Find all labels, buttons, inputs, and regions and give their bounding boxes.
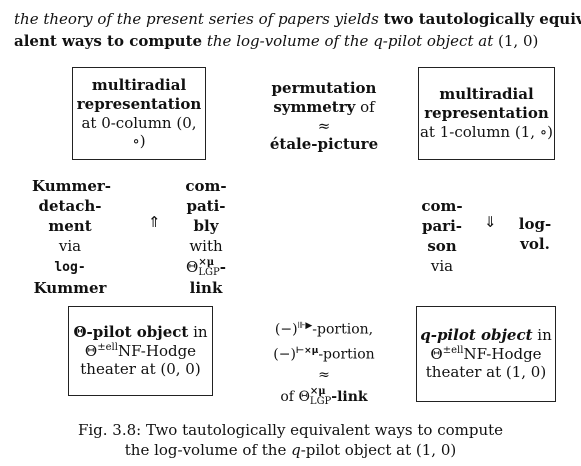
box-tr-title-1: multiradial	[439, 85, 534, 104]
cb-l2-pre: (−)	[273, 346, 296, 363]
cb-l4-theta: Θ	[298, 389, 310, 406]
box-bl-line-2: Θ±ellNF-Hodge	[85, 342, 196, 361]
caption-line-2: the log-volume of the q-pilot object at …	[20, 440, 561, 460]
box-bl-in: in	[188, 322, 208, 341]
compar-line-1: com-	[421, 197, 463, 215]
cb-l1-sup: ⊪▶	[297, 321, 313, 331]
center-top-line-4: étale-picture	[269, 135, 379, 154]
compat-theta: Θ	[186, 258, 199, 276]
logvol-line-2: vol.	[520, 235, 550, 253]
box-bl-sup: ±ell	[97, 341, 118, 353]
kummer-log: log-	[54, 260, 86, 275]
center-bottom-line-2: (−)⊢×μ-portion	[244, 341, 404, 366]
box-tl-sub-text: at 0-column	[81, 113, 172, 132]
box-bl-line-1: Θ-pilot object in	[73, 323, 207, 342]
box-tr-sub: at 1-column (1, ∘)	[420, 123, 553, 142]
cb-l4-sub: LGP	[309, 396, 332, 408]
box-tl-title-1: multiradial	[91, 76, 187, 94]
box-q-pilot-object: q-pilot object in Θ±ellNF-Hodge theater …	[416, 306, 556, 402]
caption-l2-pre: the log-volume of the	[124, 441, 292, 459]
box-bl-theta: Θ	[84, 341, 98, 360]
compar-line-3: son	[427, 237, 457, 255]
center-top-line-1: permutation	[271, 79, 377, 97]
box-tl-coord: (0, ∘)	[132, 113, 197, 151]
box-bl-hodge: NF-Hodge	[117, 341, 197, 360]
heading-bold-2: alent ways to compute	[14, 32, 203, 50]
center-top-approx: ≈	[317, 116, 331, 135]
center-bottom-line-1: (−)⊪▶-portion,	[244, 316, 404, 341]
compat-sup: ×μ	[198, 257, 215, 268]
heading: the theory of the present series of pape…	[14, 8, 581, 52]
heading-tail: the log-volume of the q-pilot object at	[206, 32, 494, 50]
box-theta-pilot-object: Θ-pilot object in Θ±ellNF-Hodge theater …	[68, 306, 213, 396]
compar-via: via	[430, 257, 454, 275]
heading-line-2: alent ways to compute the log-volume of …	[14, 30, 574, 52]
heading-bold-1: two tautologically equiv-	[383, 10, 581, 28]
compat-dash: -	[219, 258, 226, 276]
box-bl-title: Θ-pilot object	[73, 322, 189, 341]
compat-line-1: com-	[185, 177, 227, 195]
box-br-line-2: Θ±ellNF-Hodge	[430, 345, 541, 364]
box-br-sup: ±ell	[442, 344, 464, 356]
box-br-line-3: theater at (1, 0)	[425, 363, 547, 382]
kummer-last: Kummer	[33, 279, 107, 297]
center-top-symmetry: symmetry	[273, 97, 356, 116]
box-br-line-1: q-pilot object in	[420, 326, 552, 345]
compat-line-3: bly	[193, 217, 219, 235]
cb-l2-post: -portion	[318, 346, 375, 363]
box-br-hodge: NF-Hodge	[463, 344, 542, 363]
kummer-log-line: log-	[32, 256, 108, 278]
center-top-line-2: symmetry of	[254, 98, 394, 117]
box-multiradial-0-column: multiradial representation at 0-column (…	[72, 67, 206, 160]
compat-with: with	[189, 237, 223, 255]
double-up-arrow-icon: ⇑	[148, 213, 161, 231]
box-tr-sub-text: at 1-column	[419, 122, 511, 141]
double-down-arrow-icon: ⇓	[484, 213, 497, 231]
logvol-line-1: log-	[518, 215, 552, 233]
comparison-label: com- pari- son via	[414, 196, 470, 276]
box-tl-sub: at 0-column (0, ∘)	[73, 114, 205, 152]
cb-l1-pre: (−)	[274, 321, 298, 338]
log-vol-label: log- vol.	[510, 214, 560, 254]
center-bottom-approx: ≈	[318, 367, 330, 384]
compar-line-2: pari-	[421, 217, 463, 235]
heading-line-1: the theory of the present series of pape…	[14, 8, 581, 30]
kummer-line-2: detach-	[38, 197, 102, 215]
figure-caption: Fig. 3.8: Two tautologically equivalent …	[20, 420, 561, 460]
cb-l4-sup: ×μ	[309, 386, 326, 398]
box-tr-coord: (1, ∘)	[514, 122, 554, 141]
box-tr-title-2: representation	[424, 104, 549, 123]
compat-line-2: pati-	[186, 197, 226, 215]
kummer-via: via	[58, 237, 82, 255]
compat-link: link	[189, 279, 223, 297]
center-top-label: permutation symmetry of ≈ étale-picture	[254, 79, 394, 154]
box-multiradial-1-column: multiradial representation at 1-column (…	[418, 67, 555, 160]
caption-l2-q: q	[291, 441, 301, 459]
cb-l4-pre: of	[280, 389, 299, 406]
kummer-line-1: Kummer-	[32, 177, 112, 195]
box-br-title: q-pilot object	[420, 325, 533, 344]
caption-line-1: Fig. 3.8: Two tautologically equivalent …	[77, 421, 504, 439]
box-br-theta: Θ	[430, 344, 443, 363]
cb-l2-sup: ⊢×μ	[295, 345, 319, 356]
cb-l1-post: -portion,	[312, 321, 374, 338]
box-bl-line-3: theater at (0, 0)	[80, 360, 201, 379]
center-top-of: of	[355, 97, 375, 116]
kummer-line-3: ment	[48, 217, 92, 235]
compat-sub: LGP	[198, 267, 220, 278]
caption-l2-post: -pilot object at (1, 0)	[300, 441, 457, 459]
box-br-in: in	[532, 325, 552, 344]
heading-coord: (1, 0)	[498, 32, 539, 50]
cb-l4-post: -link	[331, 389, 368, 406]
box-tl-title-2: representation	[76, 94, 202, 113]
heading-intro: the theory of the present series of pape…	[14, 10, 379, 28]
kummer-detachment-label: Kummer- detach- ment via log- Kummer	[32, 176, 112, 298]
